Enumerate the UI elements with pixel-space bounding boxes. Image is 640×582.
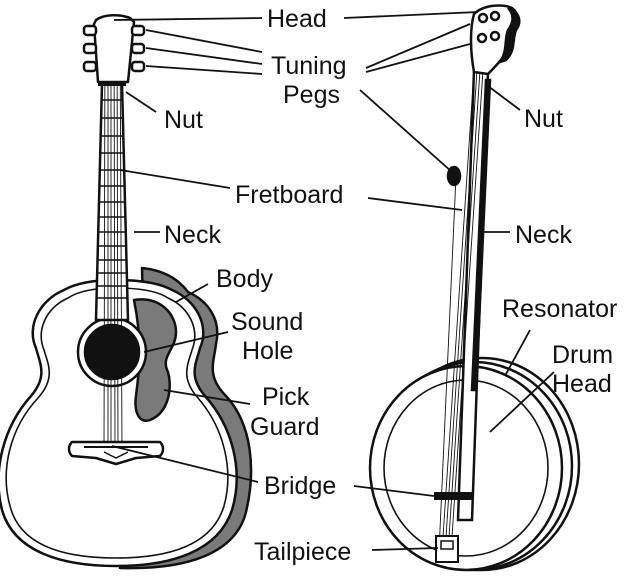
guitar-headstock (92, 14, 136, 84)
label-nut-guitar: Nut (164, 106, 203, 134)
label-head: Head (267, 5, 327, 33)
label-body: Body (216, 265, 273, 293)
label-bridge: Bridge (264, 472, 336, 500)
label-sound-hole-1: Sound (231, 308, 303, 336)
banjo-tuning-pegs (476, 10, 501, 44)
banjo-neck-shadow (470, 78, 492, 392)
guitar-tuning-pegs (82, 24, 146, 73)
label-tuning-pegs-2: Pegs (283, 81, 340, 109)
banjo-bridge (434, 492, 474, 500)
label-drum-head-1: Drum (552, 341, 613, 369)
label-nut-banjo: Nut (524, 105, 563, 133)
label-pick-guard-1: Pick (262, 383, 310, 411)
banjo (368, 4, 581, 572)
banjo-strings (438, 39, 486, 553)
label-pick-guard-2: Guard (250, 413, 319, 441)
label-drum-head-2: Head (552, 370, 612, 398)
label-resonator: Resonator (502, 295, 617, 323)
guitar-strings (103, 21, 123, 451)
label-sound-hole-2: Hole (242, 337, 293, 365)
label-fretboard: Fretboard (235, 181, 343, 209)
sound-hole (83, 323, 141, 381)
label-tuning-pegs-1: Tuning (271, 52, 347, 80)
label-neck-guitar: Neck (164, 221, 221, 249)
labels: Head Tuning Pegs Nut Nut Fretboard Neck … (164, 5, 617, 566)
guitar (0, 14, 253, 570)
banjo-headstock-shadow (496, 6, 521, 65)
guitar-body-binding (5, 287, 229, 559)
leader-lines (111, 11, 555, 551)
label-tailpiece: Tailpiece (254, 538, 351, 566)
label-neck-banjo: Neck (515, 221, 572, 249)
